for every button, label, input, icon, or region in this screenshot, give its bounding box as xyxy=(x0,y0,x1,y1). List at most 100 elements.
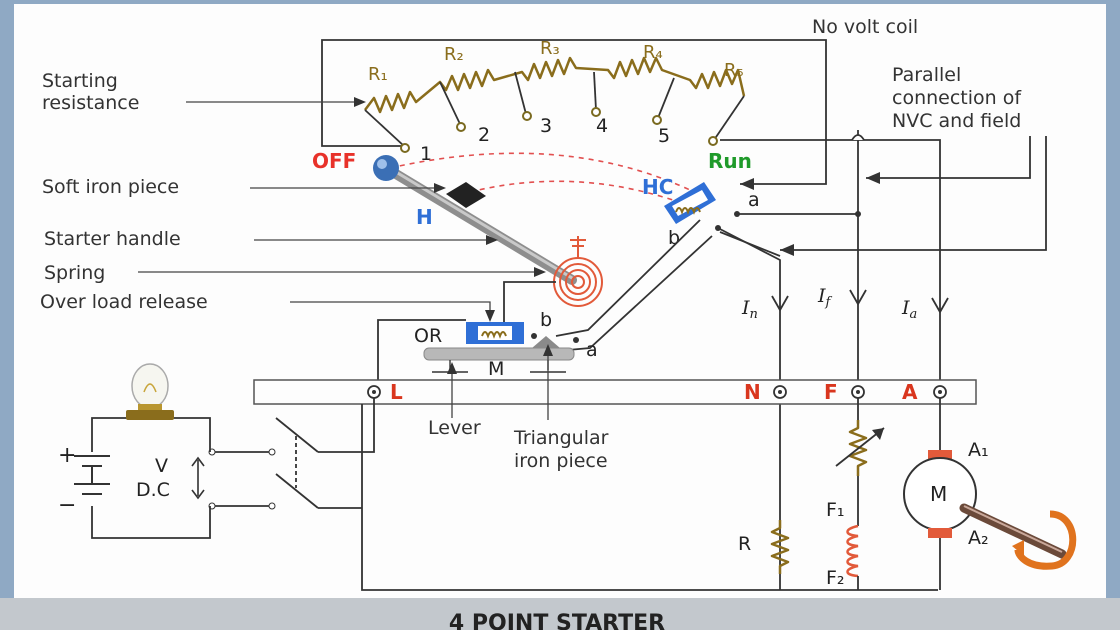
f1-label: F₁ xyxy=(826,499,845,521)
parallel-arrow-1 xyxy=(866,172,880,184)
hc-label: HC xyxy=(642,175,673,199)
triangular-iron-label-1: Triangular xyxy=(513,427,609,449)
current-label-in: In xyxy=(741,297,758,322)
ol-link-wire-2 xyxy=(567,235,713,351)
parallel-pointer-2 xyxy=(780,136,1047,251)
starter-handle-highlight xyxy=(384,164,574,280)
handle-knob-shine xyxy=(377,159,387,169)
nvc-resistor-r xyxy=(770,520,790,574)
lever-bar xyxy=(423,347,575,361)
soft-iron-piece-label: Soft iron piece xyxy=(42,176,179,198)
brush-a2 xyxy=(928,528,952,538)
starting-resistance-label-1: Starting xyxy=(42,70,118,92)
parallel-arrow-2 xyxy=(780,244,794,256)
ol-contact-a xyxy=(573,337,579,343)
handle-knob[interactable] xyxy=(373,155,399,181)
lever-m-label: M xyxy=(488,358,504,380)
h-label: H xyxy=(416,205,433,229)
stud-label-5: 5 xyxy=(658,125,670,147)
l-supply-wire xyxy=(318,398,375,453)
stud-contacts xyxy=(400,107,718,153)
supply-v-label: V xyxy=(155,455,168,477)
parallel-connection-label-3: NVC and field xyxy=(892,110,1021,132)
f2-label: F₂ xyxy=(826,567,845,589)
brush-a1 xyxy=(928,450,952,460)
overload-to-spring-wire xyxy=(503,281,556,322)
title-bar xyxy=(0,598,1120,630)
parallel-connection-label-2: connection of xyxy=(892,87,1022,109)
motor-m-label: M xyxy=(930,482,947,506)
parallel-pointer-1 xyxy=(866,136,1031,179)
supply-dc-label: D.C xyxy=(136,479,170,501)
current-arrow-ia xyxy=(931,297,949,314)
supply-minus: − xyxy=(58,493,76,518)
double-pole-switch[interactable] xyxy=(275,417,319,509)
or-label: OR xyxy=(414,325,442,347)
stud-label-2: 2 xyxy=(478,124,490,146)
ol-contact-a-label: a xyxy=(586,339,598,361)
nvc-arrow xyxy=(740,178,754,190)
return-bus-wire xyxy=(361,404,938,591)
resistor-label-r5: R₅ xyxy=(724,60,744,81)
off-label: OFF xyxy=(312,149,356,173)
voltage-arrow xyxy=(191,456,205,500)
stud-label-3: 3 xyxy=(540,115,552,137)
run-to-armature-wire xyxy=(720,139,941,390)
switch-terminal-2 xyxy=(268,448,276,456)
rotation-arrow-icon xyxy=(1014,510,1077,570)
annotation-pointers xyxy=(138,97,553,420)
overload-coil-winding xyxy=(481,331,507,339)
r-label: R xyxy=(738,533,751,555)
terminal-screw-centres xyxy=(372,390,942,394)
supply-plus: + xyxy=(58,443,76,468)
stud-label-4: 4 xyxy=(596,115,608,137)
handle-travel-arc-inner xyxy=(469,180,691,207)
triangular-iron-label-2: iron piece xyxy=(514,450,608,472)
terminal-f-label: F xyxy=(824,380,838,404)
a2-label: A₂ xyxy=(968,527,989,549)
terminal-board xyxy=(253,379,977,405)
stud-stems xyxy=(364,71,745,147)
soft-iron-piece xyxy=(446,182,486,208)
field-coil xyxy=(846,524,859,578)
wire-crossing-hop xyxy=(851,134,865,141)
lever-label: Lever xyxy=(428,417,481,439)
motor-shaft-highlight xyxy=(963,505,1063,553)
l-to-overload-wire xyxy=(377,319,466,380)
ol-contact-b-label: b xyxy=(540,309,552,331)
resistor-label-r4: R₄ xyxy=(643,42,663,63)
starter-handle-arm[interactable] xyxy=(381,163,577,285)
current-label-if: If xyxy=(817,285,833,310)
rotation-arrow-head xyxy=(1012,540,1024,556)
hold-on-coil xyxy=(664,182,716,224)
contact-a-upper-label: a xyxy=(748,189,760,211)
terminal-a-label: A xyxy=(902,380,918,404)
a1-label: A₁ xyxy=(968,439,989,461)
resistor-label-r3: R₃ xyxy=(540,38,560,59)
resistance-chain xyxy=(364,56,746,114)
resistor-label-r1: R₁ xyxy=(368,64,388,85)
battery-icon xyxy=(74,455,110,495)
starting-resistance-label-2: resistance xyxy=(42,92,139,114)
parallel-connection-label-1: Parallel xyxy=(892,64,961,86)
field-rheostat xyxy=(835,420,885,476)
stud-label-1: 1 xyxy=(420,143,432,165)
supply-lower-wire xyxy=(91,506,211,539)
ol-contact-b xyxy=(531,333,537,339)
triangular-iron-piece xyxy=(532,336,560,348)
nvc-link xyxy=(719,231,781,257)
terminal-l-label: L xyxy=(390,380,403,404)
terminal-n-label: N xyxy=(744,380,761,404)
current-arrow-if xyxy=(849,289,867,306)
handle-travel-arc-outer xyxy=(389,152,691,191)
ol-link-wire-1 xyxy=(555,219,701,337)
switch-terminal-4 xyxy=(268,502,276,510)
diagram-title: 4 POINT STARTER xyxy=(449,611,665,630)
over-load-release-label: Over load release xyxy=(40,291,208,313)
current-label-ia: Ia xyxy=(901,297,917,322)
no-volt-coil-label: No volt coil xyxy=(812,16,918,38)
resistor-label-r2: R₂ xyxy=(444,44,464,65)
starter-handle-label: Starter handle xyxy=(44,228,181,250)
